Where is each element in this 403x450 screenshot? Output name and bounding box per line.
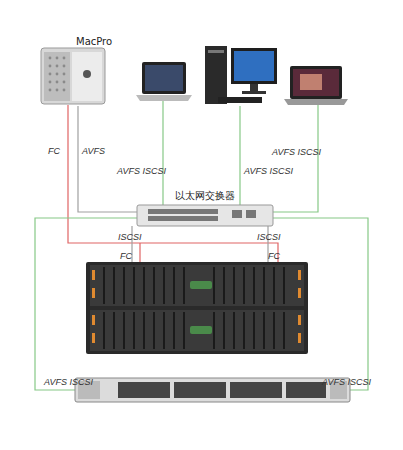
link-label: FC (48, 146, 60, 157)
link-label: FC (268, 251, 280, 262)
link-label: AVFS ISCSI (272, 147, 321, 158)
link-label: AVFS ISCSI (117, 166, 166, 177)
macpro-tower (41, 48, 105, 104)
wires (35, 100, 368, 390)
switch-node: 以太网交换器 (137, 190, 273, 227)
link-label: AVFS ISCSI (244, 166, 293, 177)
fc-wire (68, 105, 278, 262)
link-label: AVFS ISCSI (322, 377, 371, 388)
link-label: AVFS ISCSI (44, 377, 93, 388)
laptop (136, 62, 192, 101)
fc-wire (139, 243, 140, 262)
rack-server (75, 378, 350, 402)
green-wire (162, 100, 163, 205)
node-label: MacPro (76, 36, 112, 48)
node-label: 以太网交换器 (137, 190, 273, 202)
laptop (284, 66, 348, 105)
ethernet-switch (137, 205, 273, 226)
desktop-pc (205, 46, 277, 104)
green-wire (273, 105, 318, 212)
link-label: ISCSI (118, 232, 142, 243)
connector (78, 106, 137, 212)
storage-array (86, 262, 308, 354)
green-wire (239, 106, 240, 205)
workstation-node: MacPro (38, 36, 110, 106)
link-label: FC (120, 251, 132, 262)
link-label: ISCSI (257, 232, 281, 243)
edge-label: AVFS (82, 146, 105, 157)
